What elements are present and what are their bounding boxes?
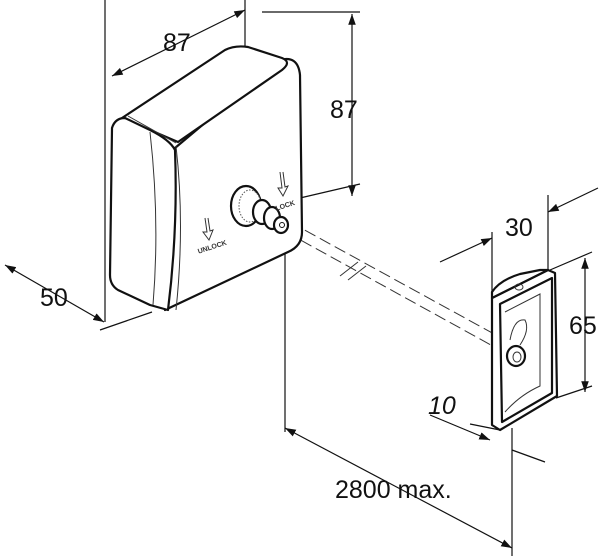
- unlock-arrow-icon: [202, 217, 214, 242]
- lock-arrow-icon: [277, 171, 289, 198]
- dim-plate-height: 65: [569, 312, 597, 340]
- dim-cable-length: 2800 max.: [335, 476, 452, 504]
- wall-plate: [490, 268, 559, 432]
- dim-plate-depth: 10: [428, 392, 456, 420]
- dim-box-width: 87: [163, 29, 191, 57]
- dim-box-depth: 50: [40, 284, 68, 312]
- cable-reel-box: [108, 45, 304, 312]
- cable: [285, 221, 506, 351]
- extension-lines: [99, 0, 593, 556]
- break-mark-icon: [339, 261, 367, 281]
- dim-plate-width: 30: [505, 214, 533, 242]
- dim-box-height: 87: [330, 96, 358, 124]
- lock-knob: [229, 184, 290, 235]
- dimension-lines: [4, 9, 599, 549]
